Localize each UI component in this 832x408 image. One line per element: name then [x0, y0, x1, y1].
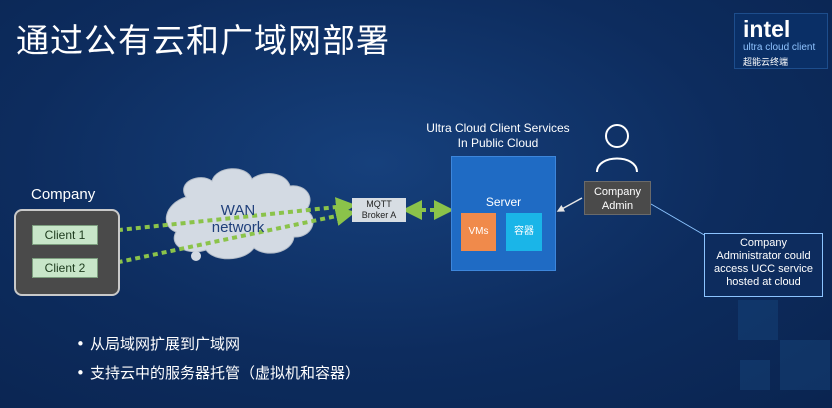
- wan-label: WAN network: [198, 202, 278, 236]
- callout-line4: hosted at cloud: [726, 276, 801, 288]
- server-label: Server: [485, 195, 522, 209]
- mqtt-line1: MQTT: [366, 199, 392, 209]
- callout-line2: Administrator could: [716, 250, 811, 262]
- admin-callout: Company Administrator could access UCC s…: [704, 233, 823, 297]
- logo-tagline: ultra cloud client: [743, 42, 816, 53]
- intel-logo: intel ultra cloud client 超能云终端: [734, 13, 828, 69]
- callout-connector: [650, 203, 707, 237]
- client-1-node[interactable]: Client 1: [32, 225, 98, 245]
- admin-person-icon: [596, 124, 638, 173]
- containers-node: 容器: [506, 213, 542, 251]
- server-node[interactable]: Server VMs 容器: [451, 156, 556, 271]
- vms-node: VMs: [461, 213, 496, 251]
- mqtt-line2: Broker A: [361, 210, 397, 220]
- callout-line3: access UCC service: [713, 263, 814, 275]
- client-2-node[interactable]: Client 2: [32, 258, 98, 278]
- bullet-item: •支持云中的服务器托管（虚拟机和容器）: [76, 364, 361, 382]
- decorative-squares: [738, 300, 830, 390]
- wan-label-line1: WAN: [220, 202, 256, 219]
- arrow-client2-broker: [90, 206, 356, 274]
- bullet-list: •从局域网扩展到广域网 •支持云中的服务器托管（虚拟机和容器）: [76, 330, 360, 388]
- logo-subtitle: 超能云终端: [743, 57, 789, 67]
- callout-line1: Company: [739, 237, 788, 249]
- admin-line2: Admin: [601, 200, 634, 212]
- services-title-line2: In Public Cloud: [457, 136, 539, 150]
- arrow-admin-server: [556, 197, 583, 212]
- company-box: Client 1 Client 2: [14, 209, 120, 296]
- logo-brand: intel: [743, 16, 791, 42]
- mqtt-broker-node[interactable]: MQTT Broker A: [352, 198, 406, 222]
- bullet-text: 支持云中的服务器托管（虚拟机和容器）: [90, 364, 361, 382]
- admin-line1: Company: [593, 186, 642, 198]
- services-title: Ultra Cloud Client Services In Public Cl…: [420, 121, 576, 151]
- page-title: 通过公有云和广域网部署: [16, 21, 390, 60]
- company-label: Company: [31, 186, 96, 203]
- wan-label-line2: network: [211, 219, 265, 236]
- bullet-item: •从局域网扩展到广域网: [76, 335, 241, 353]
- bullet-text: 从局域网扩展到广域网: [90, 335, 241, 353]
- services-title-line1: Ultra Cloud Client Services: [426, 121, 570, 135]
- company-admin-node[interactable]: Company Admin: [584, 181, 651, 215]
